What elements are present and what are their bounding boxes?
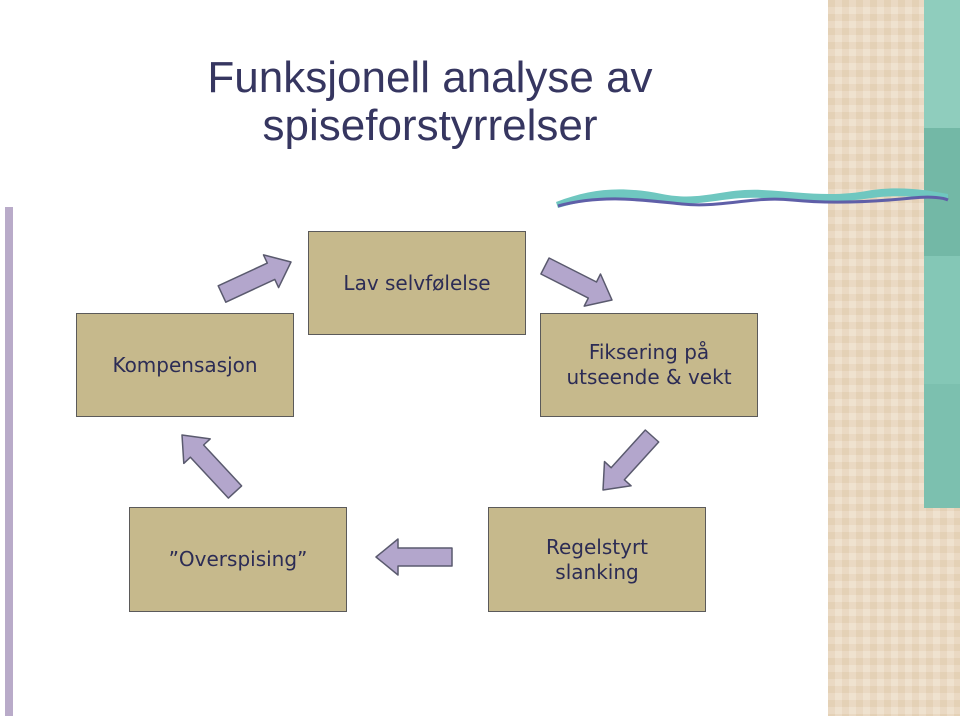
node-kompensasjon: Kompensasjon xyxy=(76,313,294,417)
node-fiksering: Fiksering på utseende & vekt xyxy=(540,313,758,417)
node-lav-selvfolelse: Lav selvfølelse xyxy=(308,231,526,335)
node-fiksering-line-2: utseende & vekt xyxy=(566,365,732,389)
node-overspising-text: ”Overspising” xyxy=(168,547,308,571)
node-regelstyrt-slanking-line-2: slanking xyxy=(555,559,639,584)
node-fiksering-line-1: Fiksering på xyxy=(588,340,710,364)
arrow-overspising-to-kompensasjon xyxy=(181,434,243,499)
arrow-lav-to-fiksering xyxy=(540,257,613,307)
slide-title: Funksjonell analyse av spiseforstyrrelse… xyxy=(150,54,710,150)
left-accent-bar xyxy=(5,207,13,716)
title-line-2: spiseforstyrrelser xyxy=(262,101,598,150)
arrow-kompensasjon-to-lav xyxy=(217,254,292,303)
decorative-brush-stroke xyxy=(556,188,949,208)
node-overspising: ”Overspising” xyxy=(129,507,347,612)
node-regelstyrt-slanking: Regelstyrt slanking xyxy=(488,507,706,612)
decorative-side-panel xyxy=(828,0,960,716)
node-lav-selvfolelse-text: Lav selvfølelse xyxy=(343,270,491,295)
arrow-fiksering-to-regelstyrt xyxy=(602,429,660,491)
arrow-regelstyrt-to-overspising xyxy=(375,538,453,576)
title-line-1: Funksjonell analyse av xyxy=(207,53,653,102)
node-regelstyrt-slanking-line-1: Regelstyrt xyxy=(545,534,649,559)
node-kompensasjon-text: Kompensasjon xyxy=(112,352,258,377)
